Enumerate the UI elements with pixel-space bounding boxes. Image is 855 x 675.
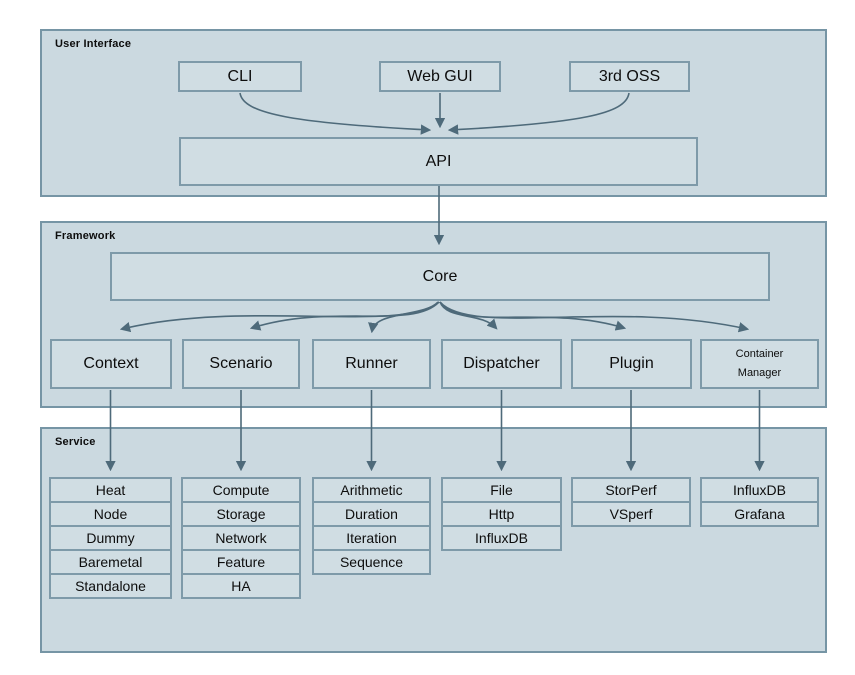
panel-title-user-interface: User Interface bbox=[55, 38, 132, 50]
service-cell-label: InfluxDB bbox=[733, 482, 786, 498]
service-cell: InfluxDB bbox=[700, 477, 819, 503]
box-container-manager-label-line2: Manager bbox=[737, 367, 782, 379]
service-cell: Duration bbox=[312, 501, 431, 527]
box-3rd-oss-label: 3rd OSS bbox=[598, 67, 661, 85]
service-cell: Standalone bbox=[49, 573, 172, 599]
service-cell: Compute bbox=[181, 477, 301, 503]
service-cell: Sequence bbox=[312, 549, 431, 575]
service-cell-label: Compute bbox=[212, 482, 270, 498]
box-cli: CLI bbox=[178, 61, 302, 92]
service-cell-label: Standalone bbox=[75, 578, 146, 594]
service-column-plugin-types: StorPerf VSperf bbox=[571, 477, 691, 527]
service-cell-label: File bbox=[490, 482, 513, 498]
box-context-label: Context bbox=[83, 355, 139, 372]
service-cell: Dummy bbox=[49, 525, 172, 551]
box-scenario: Scenario bbox=[182, 339, 300, 389]
service-cell-label: StorPerf bbox=[605, 482, 657, 498]
service-cell: Http bbox=[441, 501, 562, 527]
service-cell-label: Heat bbox=[95, 482, 126, 498]
service-cell: Baremetal bbox=[49, 549, 172, 575]
service-cell: HA bbox=[181, 573, 301, 599]
service-cell-label: Duration bbox=[345, 506, 398, 522]
box-runner-label: Runner bbox=[345, 355, 398, 372]
service-cell-label: HA bbox=[231, 578, 251, 594]
box-dispatcher: Dispatcher bbox=[441, 339, 562, 389]
box-container-manager: Container Manager bbox=[700, 339, 819, 389]
service-column-container-types: InfluxDB Grafana bbox=[700, 477, 819, 527]
service-cell: Feature bbox=[181, 549, 301, 575]
service-column-runner-types: Arithmetic Duration Iteration Sequence bbox=[312, 477, 431, 575]
box-runner: Runner bbox=[312, 339, 431, 389]
service-cell-label: Node bbox=[93, 506, 128, 522]
service-column-context-types: Heat Node Dummy Baremetal Standalone bbox=[49, 477, 172, 599]
box-container-manager-label-line1: Container bbox=[735, 348, 784, 360]
box-core: Core bbox=[110, 252, 770, 301]
box-scenario-label: Scenario bbox=[209, 355, 273, 372]
service-cell-label: InfluxDB bbox=[475, 530, 528, 546]
box-3rd-oss: 3rd OSS bbox=[569, 61, 690, 92]
service-column-scenario-types: Compute Storage Network Feature HA bbox=[181, 477, 301, 599]
box-plugin-label: Plugin bbox=[609, 355, 654, 372]
box-web-gui: Web GUI bbox=[379, 61, 501, 92]
service-cell-label: Http bbox=[488, 506, 515, 522]
box-api-label: API bbox=[425, 152, 452, 170]
service-cell: VSperf bbox=[571, 501, 691, 527]
service-cell-label: Storage bbox=[216, 506, 266, 522]
service-cell: StorPerf bbox=[571, 477, 691, 503]
service-cell: Storage bbox=[181, 501, 301, 527]
service-cell-label: Feature bbox=[216, 554, 266, 570]
box-api: API bbox=[179, 137, 698, 186]
service-cell-label: Dummy bbox=[86, 530, 135, 546]
service-cell-label: Sequence bbox=[339, 554, 404, 570]
box-web-gui-label: Web GUI bbox=[407, 67, 473, 85]
service-cell: Arithmetic bbox=[312, 477, 431, 503]
service-cell: Heat bbox=[49, 477, 172, 503]
service-cell-label: Iteration bbox=[346, 530, 397, 546]
service-cell: Network bbox=[181, 525, 301, 551]
service-cell-label: Baremetal bbox=[78, 554, 143, 570]
service-cell: Node bbox=[49, 501, 172, 527]
service-cell-label: Network bbox=[215, 530, 267, 546]
service-cell-label: Arithmetic bbox=[340, 482, 403, 498]
box-cli-label: CLI bbox=[227, 67, 253, 85]
service-cell: InfluxDB bbox=[441, 525, 562, 551]
service-cell-label: VSperf bbox=[609, 506, 653, 522]
service-cell: Iteration bbox=[312, 525, 431, 551]
box-dispatcher-label: Dispatcher bbox=[463, 355, 540, 372]
panel-title-service: Service bbox=[55, 436, 96, 448]
box-plugin: Plugin bbox=[571, 339, 692, 389]
service-column-dispatcher-types: File Http InfluxDB bbox=[441, 477, 562, 551]
service-cell: File bbox=[441, 477, 562, 503]
box-core-label: Core bbox=[422, 267, 458, 285]
service-cell: Grafana bbox=[700, 501, 819, 527]
service-cell-label: Grafana bbox=[734, 506, 785, 522]
box-context: Context bbox=[50, 339, 172, 389]
panel-title-framework: Framework bbox=[55, 230, 116, 242]
